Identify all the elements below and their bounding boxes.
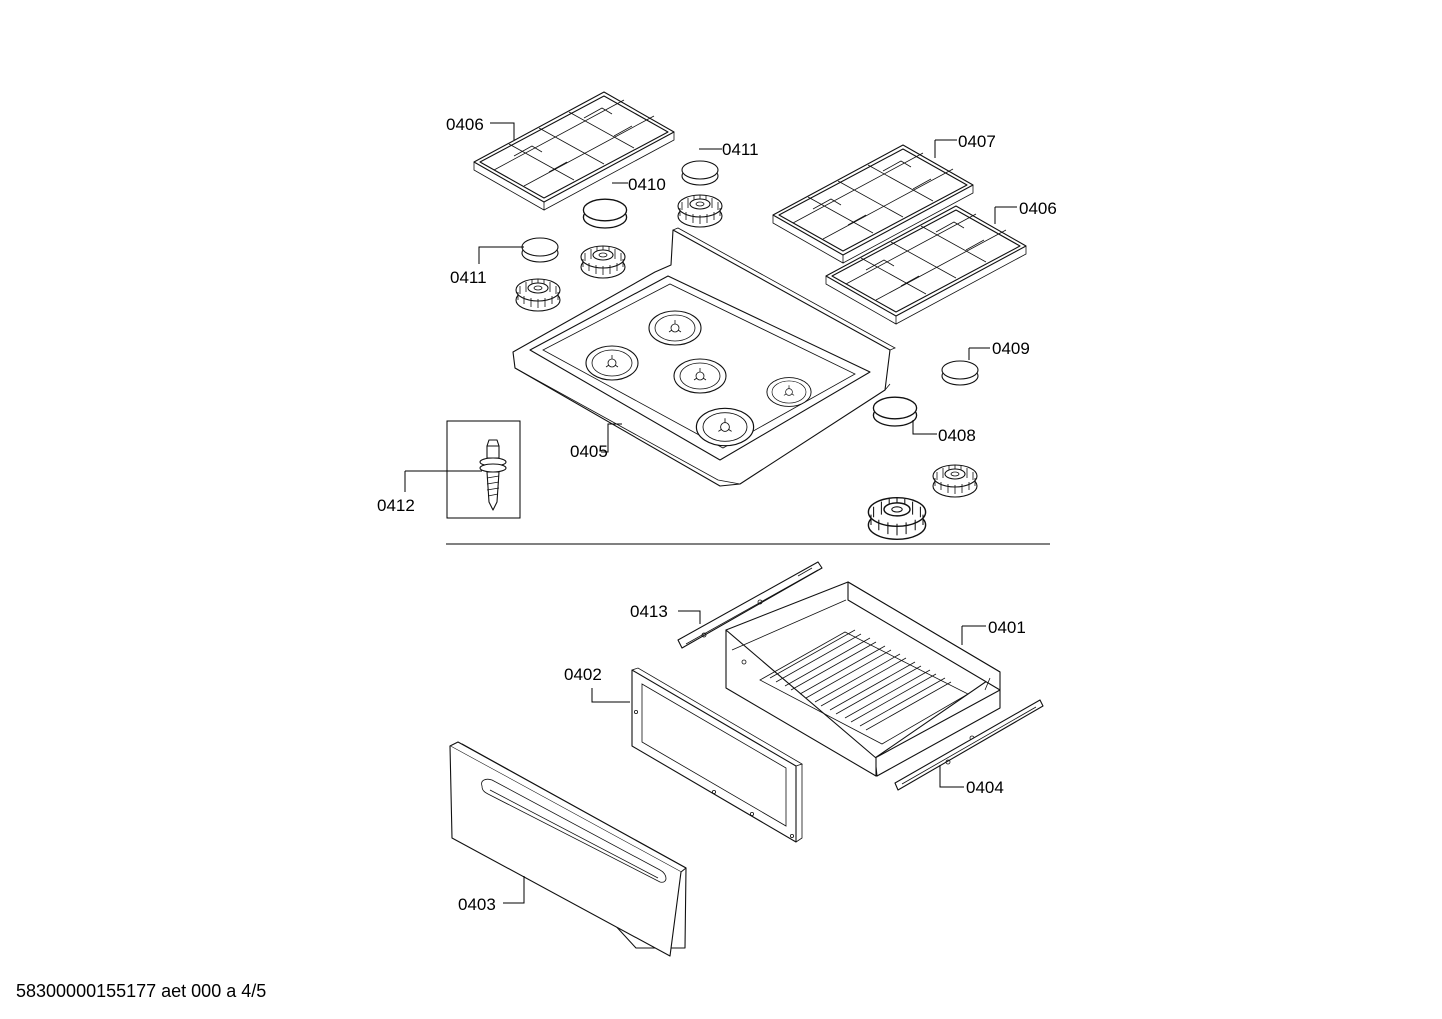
drawer-rail-left <box>677 561 823 649</box>
label-0403: 0403 <box>458 895 496 914</box>
burner-cap-0409 <box>941 360 979 386</box>
leveling-screw <box>446 420 521 519</box>
burner-port-front <box>695 407 755 447</box>
burner-base-right-large <box>867 496 927 541</box>
label-0406-left: 0406 <box>446 115 484 134</box>
burner-port-left <box>585 345 639 381</box>
label-0409: 0409 <box>992 339 1030 358</box>
label-0413: 0413 <box>630 602 668 621</box>
label-0405: 0405 <box>570 442 608 461</box>
burner-base-right-small <box>932 464 978 498</box>
burner-port-back <box>648 310 702 346</box>
burner-cap-0410 <box>582 198 628 229</box>
label-0407: 0407 <box>958 132 996 151</box>
drawer-front-panel <box>449 741 687 957</box>
drawer-inner-frame <box>631 667 803 843</box>
burner-base-mid <box>580 245 626 279</box>
leader-lines <box>404 122 1017 904</box>
label-0404: 0404 <box>966 778 1004 797</box>
document-id-footer: 58300000155177 aet 000 a 4/5 <box>16 981 267 1001</box>
drawer-box <box>725 581 1001 777</box>
label-0401: 0401 <box>988 618 1026 637</box>
burner-cap-0408 <box>872 396 918 427</box>
label-0406-right: 0406 <box>1019 199 1057 218</box>
burner-base-left <box>515 278 561 312</box>
label-0402: 0402 <box>564 665 602 684</box>
label-0410: 0410 <box>628 175 666 194</box>
cooktop-pan <box>512 227 896 487</box>
drawer-rail-right <box>894 699 1044 791</box>
burner-cap-0411-top <box>681 160 719 186</box>
label-0411-top: 0411 <box>722 140 759 159</box>
label-0408: 0408 <box>938 426 976 445</box>
burner-cap-0411-left <box>521 237 559 263</box>
burner-base-top <box>677 194 723 228</box>
burner-port-right <box>766 377 812 407</box>
label-0412: 0412 <box>377 496 415 515</box>
label-0411-left: 0411 <box>450 268 487 287</box>
burner-port-center <box>673 358 727 394</box>
